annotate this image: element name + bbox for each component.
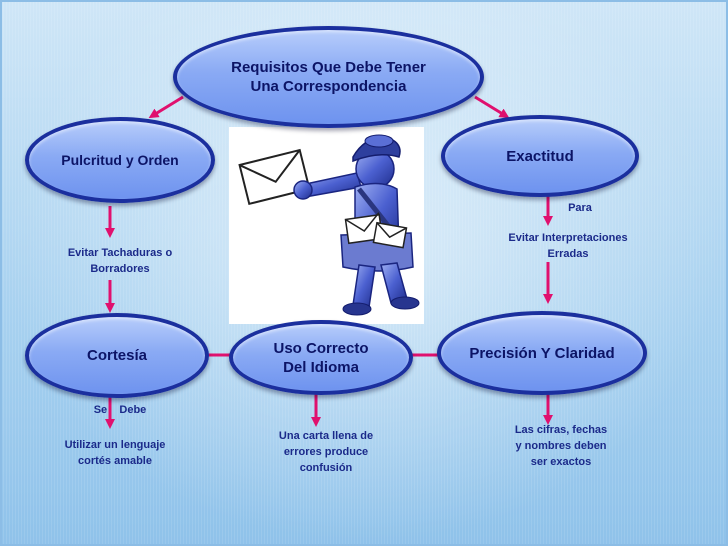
node-precision: Precisión Y Claridad xyxy=(437,311,647,395)
note-uso-correcto: Una carta llena de errores produce confu… xyxy=(278,430,374,474)
node-exactitud-label: Exactitud xyxy=(506,148,574,165)
node-pulcritud: Pulcritud y Orden xyxy=(25,117,215,203)
node-exactitud: Exactitud xyxy=(441,115,639,197)
node-cortesia: Cortesía xyxy=(25,313,209,398)
note-se-debe: Se Debe xyxy=(93,404,147,416)
note-para: Para xyxy=(568,202,592,214)
node-uso-correcto-label: Uso Correcto Del Idioma xyxy=(273,339,369,376)
node-cortesia-label: Cortesía xyxy=(86,347,148,364)
note-exactitud: Evitar Interpretaciones Erradas xyxy=(508,232,628,260)
node-requisitos: Requisitos Que Debe Tener Una Correspond… xyxy=(173,26,484,128)
node-requisitos-label: Requisitos Que Debe Tener Una Correspond… xyxy=(231,59,426,95)
note-cortesia: Utilizar un lenguaje cortés amable xyxy=(64,439,166,467)
envelope-icon xyxy=(238,148,311,206)
illustration-panel xyxy=(229,127,424,324)
bag-envelope-icon xyxy=(344,212,408,249)
node-uso-correcto: Uso Correcto Del Idioma xyxy=(229,320,413,395)
arrow-root-to-exactitud xyxy=(474,95,510,119)
node-precision-label: Precisión Y Claridad xyxy=(469,344,615,362)
note-precision: Las cifras, fechas y nombres deben ser e… xyxy=(514,424,608,468)
mail-carrier-figure-icon xyxy=(238,134,420,316)
node-pulcritud-label: Pulcritud y Orden xyxy=(61,151,179,168)
note-pulcritud: Evitar Tachaduras o Borradores xyxy=(67,247,173,275)
arrow-root-to-pulcritud xyxy=(148,95,184,119)
